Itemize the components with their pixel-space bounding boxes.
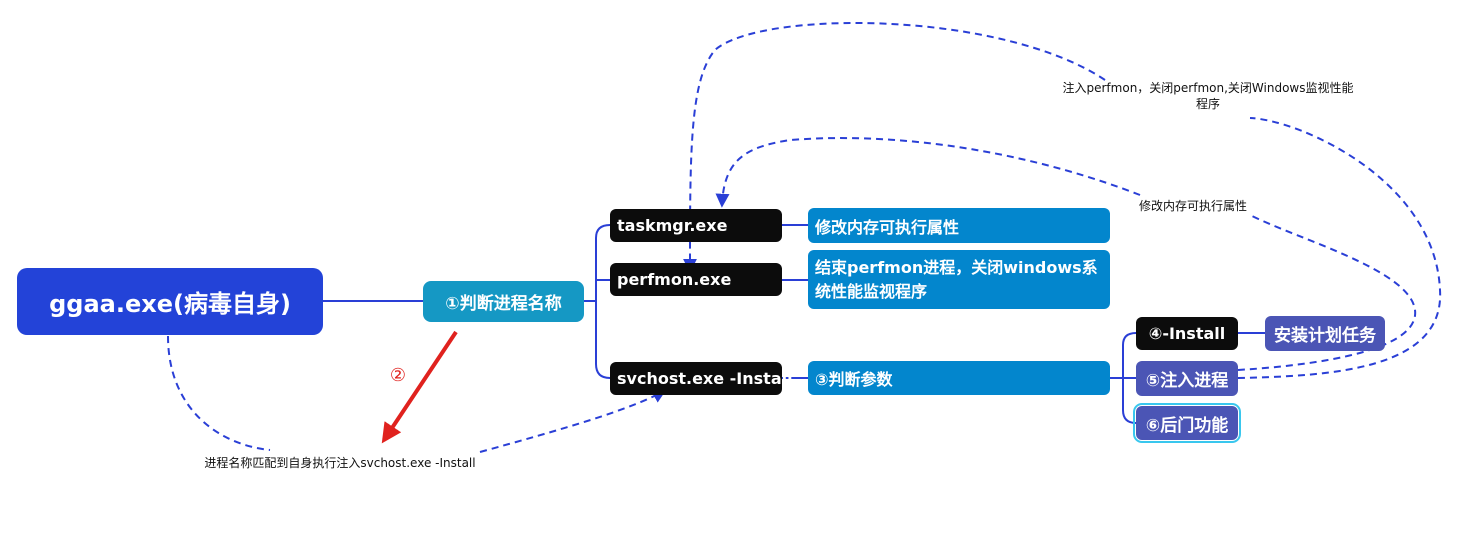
inject-to-taskmgr-dashed-link <box>690 21 1442 379</box>
taskmgr-action-node[interactable]: 修改内存可执行属性 <box>808 208 1110 243</box>
install-param-label: ④-Install <box>1148 324 1226 343</box>
perfmon-node[interactable]: perfmon.exe <box>610 263 782 296</box>
schedule-task-label: 安装计划任务 <box>1274 326 1376 346</box>
taskmgr-node[interactable]: taskmgr.exe <box>610 209 782 242</box>
modify-memory-note: 修改内存可执行属性 <box>1138 199 1247 213</box>
svchost-node[interactable]: svchost.exe -Install <box>610 362 793 395</box>
step1-to-processes-link <box>584 224 611 379</box>
check-params-label: ③判断参数 <box>815 370 893 389</box>
perfmon-action-label: 结束perfmon进程，关闭windows系统性能监视程序 <box>815 257 1098 301</box>
step2-marker: ② <box>389 365 407 386</box>
svchost-label: svchost.exe -Install <box>617 369 793 388</box>
perfmon-label: perfmon.exe <box>617 270 732 289</box>
root-node[interactable]: ggaa.exe(病毒自身) <box>17 268 323 335</box>
param-branch-link <box>1110 332 1137 424</box>
self-inject-red-arrow <box>381 330 458 444</box>
inject-to-perfmon-dashed-link <box>722 137 1417 371</box>
self-inject-note: 进程名称匹配到自身执行注入svchost.exe -Install <box>204 456 476 470</box>
schedule-task-node[interactable]: 安装计划任务 <box>1265 316 1385 351</box>
note-to-svchost-dashed-link <box>479 389 667 453</box>
check-params-node[interactable]: ③判断参数 <box>808 361 1110 395</box>
inject-process-node[interactable]: ⑤注入进程 <box>1136 361 1238 396</box>
step1-node[interactable]: ①判断进程名称 <box>423 281 584 322</box>
inject-perfmon-note: 注入perfmon，关闭perfmon,关闭Windows监视性能程序 <box>1062 81 1354 111</box>
install-param-node[interactable]: ④-Install <box>1136 317 1238 350</box>
taskmgr-action-label: 修改内存可执行属性 <box>815 217 960 237</box>
root-to-note-dashed-link <box>167 335 271 451</box>
inject-process-label: ⑤注入进程 <box>1145 371 1229 391</box>
perfmon-action-node[interactable]: 结束perfmon进程，关闭windows系统性能监视程序 <box>808 250 1110 309</box>
root-label: ggaa.exe(病毒自身) <box>49 290 291 318</box>
backdoor-node[interactable]: ⑥后门功能 <box>1133 403 1241 443</box>
taskmgr-label: taskmgr.exe <box>617 216 728 235</box>
backdoor-label: ⑥后门功能 <box>1145 415 1229 436</box>
step1-label: ①判断进程名称 <box>445 294 562 314</box>
